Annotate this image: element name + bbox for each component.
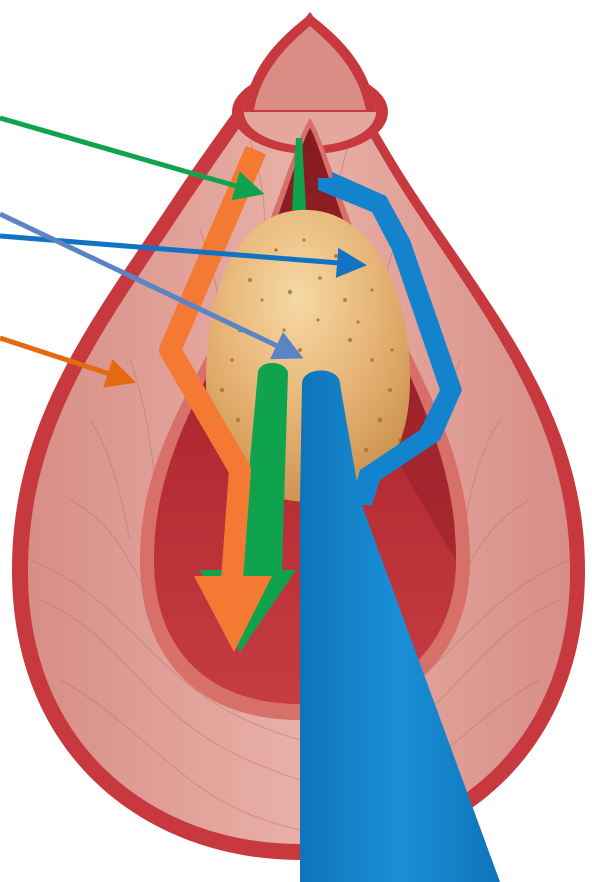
diagram-stage bbox=[0, 0, 592, 882]
vessel-diagram bbox=[0, 0, 592, 882]
